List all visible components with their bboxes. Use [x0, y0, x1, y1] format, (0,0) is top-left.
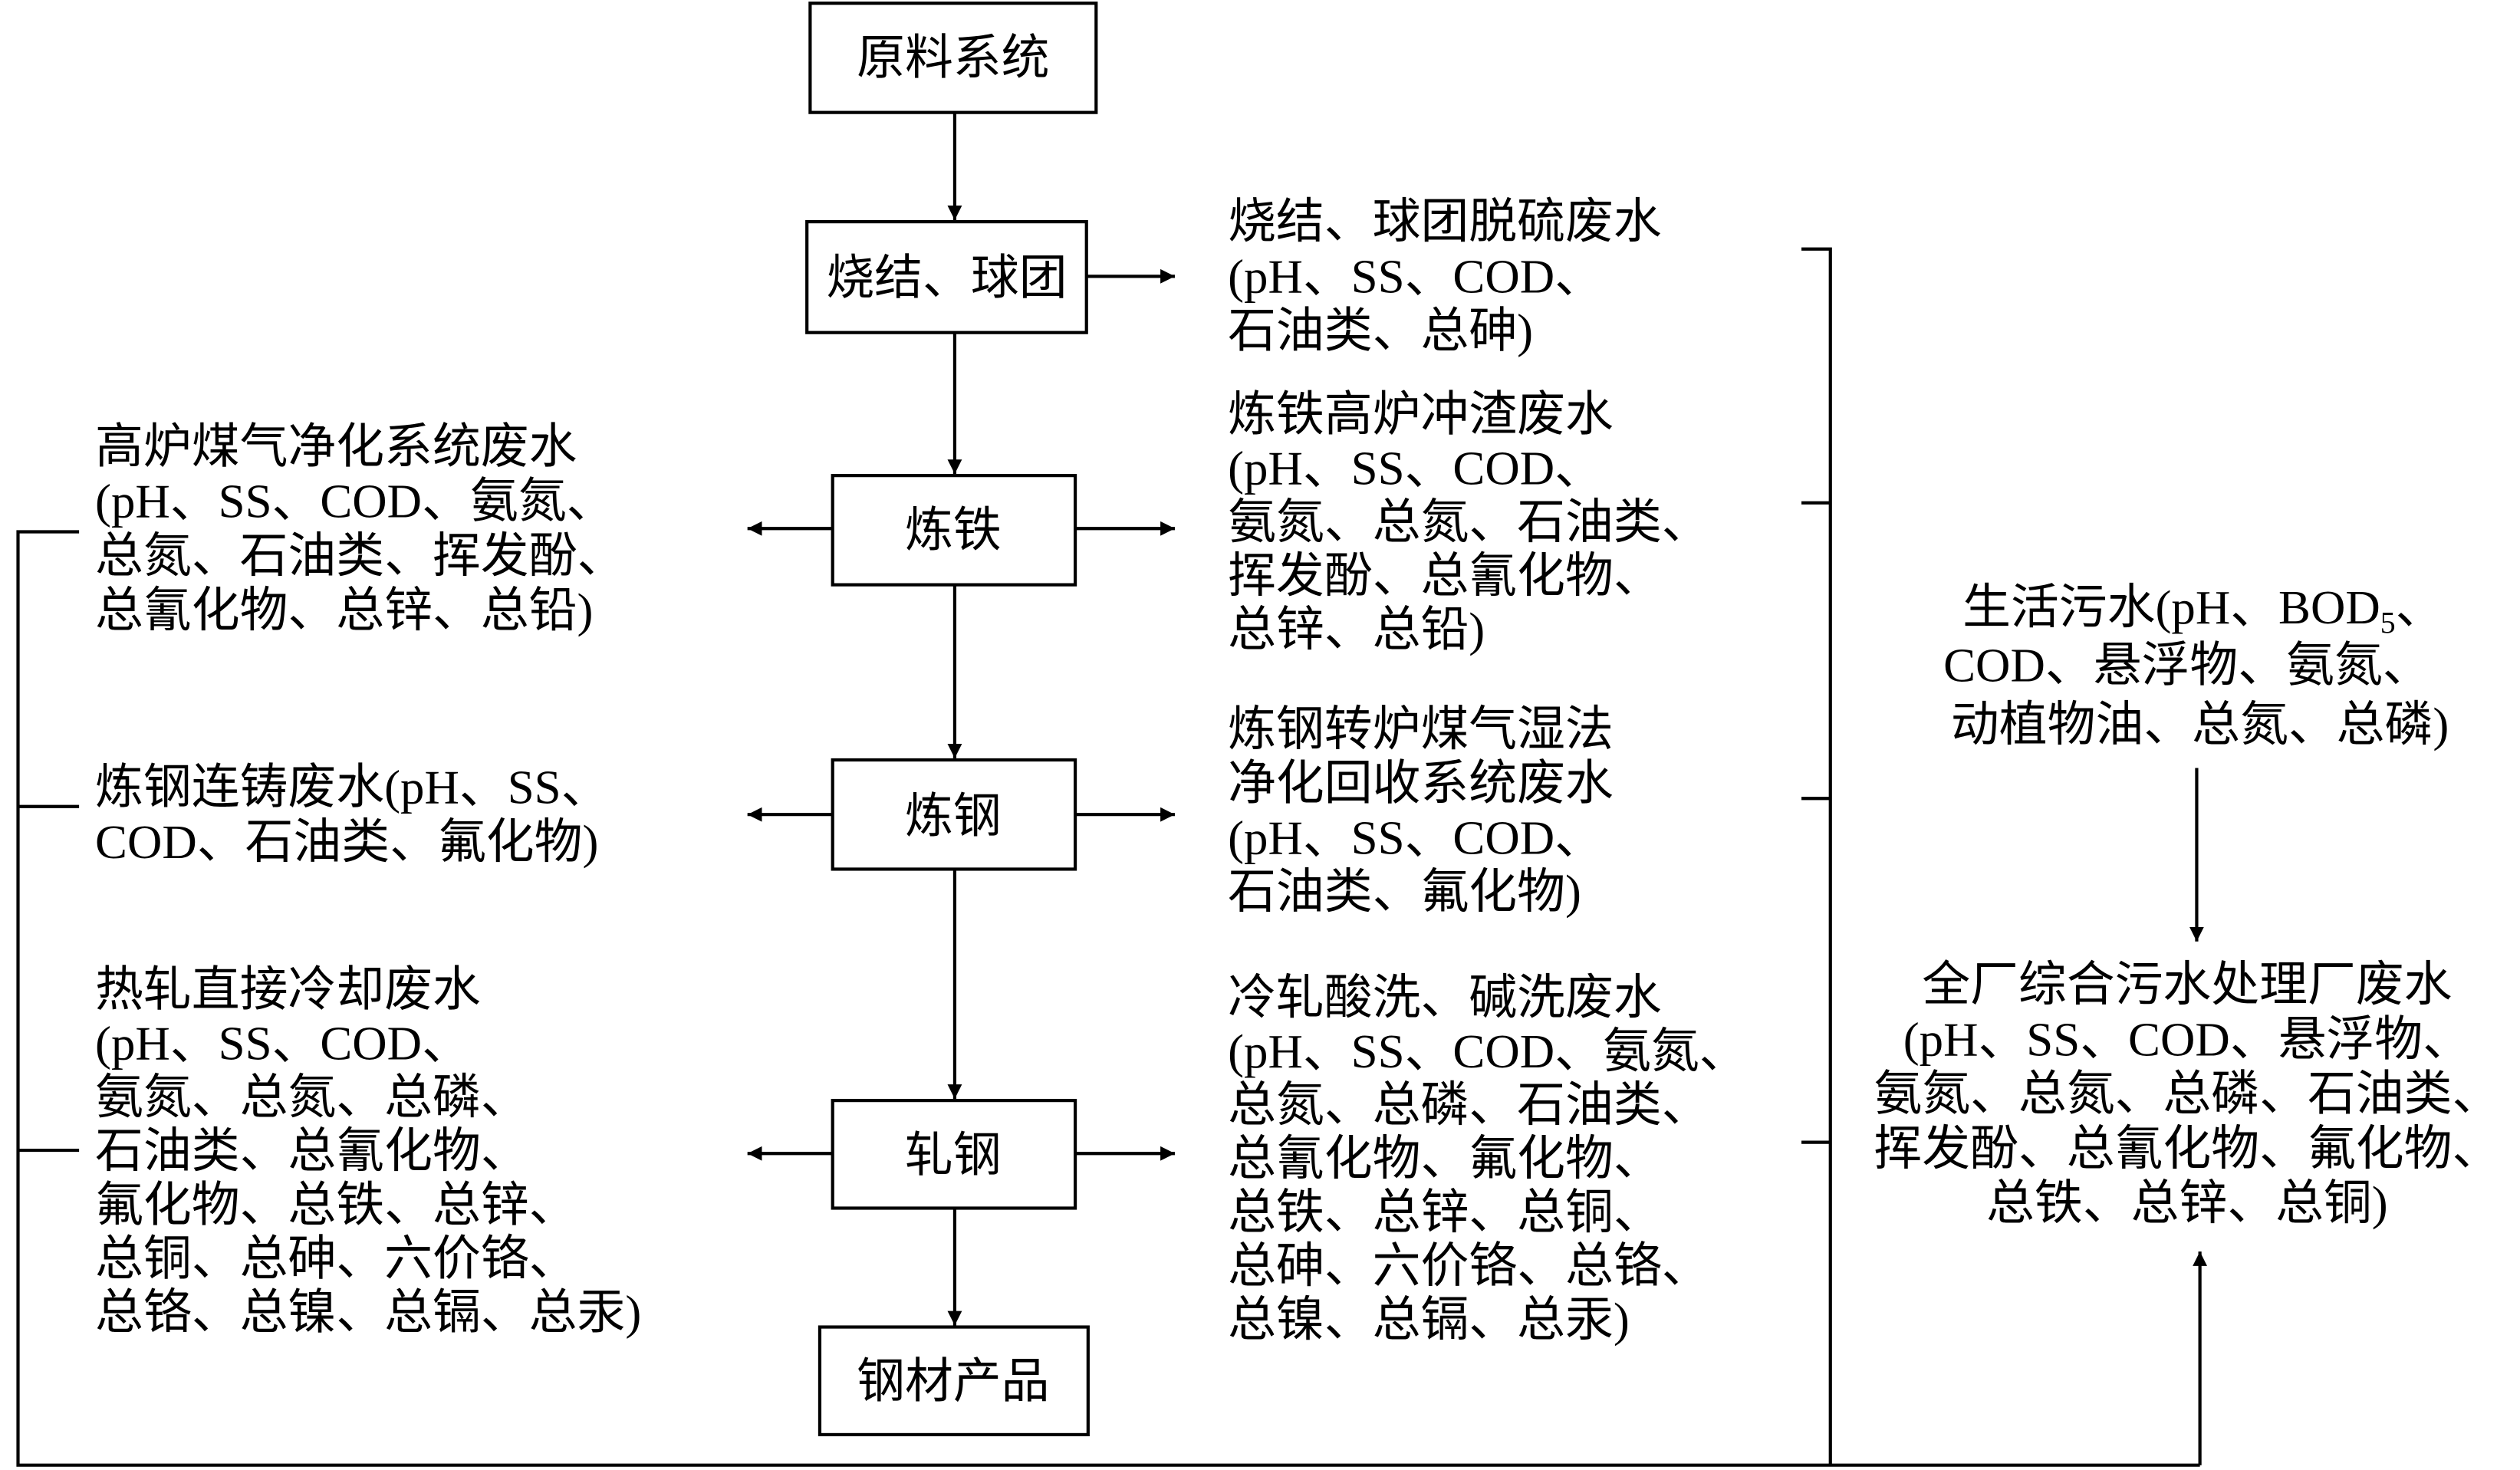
box-steel-product: 钢材产品	[818, 1325, 1090, 1437]
box-label: 炼铁	[905, 503, 1002, 557]
label-line: 总铜、总砷、六价铬、	[95, 1232, 577, 1285]
box-label: 钢材产品	[857, 1355, 1049, 1409]
flow-arrows	[747, 112, 1175, 1326]
label-cold-rolling: 冷轧酸洗、碱洗废水(pH、SS、COD、氨氮、总氮、总磷、石油类、总氰化物、氟化…	[1228, 971, 1747, 1347]
label-line: 挥发酚、总氰化物、	[1228, 549, 1662, 603]
label-plant-wastewater: 全厂综合污水处理厂废水(pH、SS、COD、悬浮物、氨氮、总氮、总磷、石油类、挥…	[1874, 958, 2500, 1230]
box-rolling: 轧钢	[831, 1099, 1077, 1210]
label-line: COD、悬浮物、氨氮、	[1943, 638, 2430, 692]
box-ironmaking: 炼铁	[831, 474, 1077, 587]
label-line: 生活污水(pH、BOD5、	[1962, 580, 2443, 640]
wastewater-labels: 高炉煤气净化系统废水(pH、SS、COD、氨氮、总氮、石油类、挥发酚、总氰化物、…	[95, 195, 2500, 1347]
label-line: 炼钢转炉煤气湿法	[1228, 702, 1614, 756]
left-collector-bracket	[16, 530, 2200, 1467]
label-line: 高炉煤气净化系统废水	[95, 419, 577, 473]
right-collector-bracket	[1801, 247, 1832, 1465]
box-steelmaking: 炼钢	[831, 758, 1077, 871]
label-line: 总氮、总磷、石油类、	[1228, 1078, 1709, 1132]
label-blast-furnace-gas: 高炉煤气净化系统废水(pH、SS、COD、氨氮、总氮、石油类、挥发酚、总氰化物、…	[95, 419, 625, 637]
label-line: (pH、SS、COD、氨氮、	[1228, 1024, 1747, 1078]
box-sintering: 烧结、球团	[805, 220, 1088, 334]
label-line: 氨氮、总氮、石油类、	[1228, 495, 1709, 549]
label-hot-rolling: 热轧直接冷却废水(pH、SS、COD、氨氮、总氮、总磷、石油类、总氰化物、氟化物…	[95, 963, 641, 1340]
label-line: 总铁、总锌、总铜、	[1228, 1186, 1662, 1239]
domestic-sewage-label: 生活污水(pH、BOD5、 COD、悬浮物、氨氮、 动植物油、总氮、总磷)	[1943, 580, 2449, 751]
label-line: 总铁、总锌、总铜)	[1986, 1176, 2388, 1230]
label-line: 石油类、氟化物)	[1228, 865, 1581, 919]
box-raw-material: 原料系统	[808, 2, 1098, 114]
label-line: (pH、SS、COD、	[1228, 249, 1603, 303]
label-line: 全厂综合污水处理厂废水	[1922, 958, 2452, 1011]
label-line: (pH、SS、COD、氨氮、	[95, 475, 614, 528]
label-line: 总铬、总镍、总镉、总汞)	[95, 1286, 641, 1340]
box-label: 原料系统	[857, 31, 1049, 84]
label-line: 动植物油、总氮、总磷)	[1951, 698, 2449, 751]
box-label: 炼钢	[905, 789, 1002, 843]
label-line: 氟化物、总铁、总锌、	[95, 1178, 577, 1232]
label-line: 冷轧酸洗、碱洗废水	[1228, 971, 1662, 1024]
label-line: (pH、SS、COD、	[1228, 811, 1603, 864]
label-line: COD、石油类、氟化物)	[95, 815, 598, 869]
label-line: (pH、SS、COD、	[95, 1017, 470, 1070]
label-line: 净化回收系统废水	[1228, 757, 1614, 811]
box-label: 烧结、球团	[826, 251, 1067, 304]
label-line: 石油类、总砷)	[1228, 304, 1533, 358]
label-line: 总锌、总铅)	[1228, 603, 1485, 656]
label-line: 总氮、石油类、挥发酚、	[95, 529, 625, 583]
label-line: 氨氮、总氮、总磷、石油类、	[1874, 1067, 2500, 1121]
label-line: 总砷、六价铬、总铬、	[1228, 1239, 1709, 1293]
label-desulfurization: 烧结、球团脱硫废水(pH、SS、COD、石油类、总砷)	[1228, 195, 1662, 357]
label-continuous-casting: 炼钢连铸废水(pH、SS、COD、石油类、氟化物)	[95, 761, 609, 869]
label-line: 石油类、总氰化物、	[95, 1124, 529, 1178]
label-line: 热轧直接冷却废水	[95, 963, 481, 1017]
label-line: (pH、SS、COD、	[1228, 442, 1603, 495]
label-line: 总氰化物、总锌、总铅)	[95, 584, 593, 637]
label-line: 总镍、总镉、总汞)	[1228, 1293, 1630, 1347]
box-label: 轧钢	[905, 1128, 1002, 1182]
label-line: (pH、SS、COD、悬浮物、	[1903, 1012, 2471, 1066]
label-slag-flushing: 炼铁高炉冲渣废水(pH、SS、COD、氨氮、总氮、石油类、挥发酚、总氰化物、总锌…	[1228, 387, 1709, 656]
label-line: 氨氮、总氮、总磷、	[95, 1070, 529, 1124]
label-line: 总氰化物、氟化物、	[1228, 1132, 1662, 1186]
label-line: 炼钢连铸废水(pH、SS、	[95, 761, 609, 814]
label-line: 炼铁高炉冲渣废水	[1228, 387, 1614, 441]
label-line: 挥发酚、总氰化物、氟化物、	[1874, 1122, 2500, 1176]
label-line: 烧结、球团脱硫废水	[1228, 195, 1662, 248]
